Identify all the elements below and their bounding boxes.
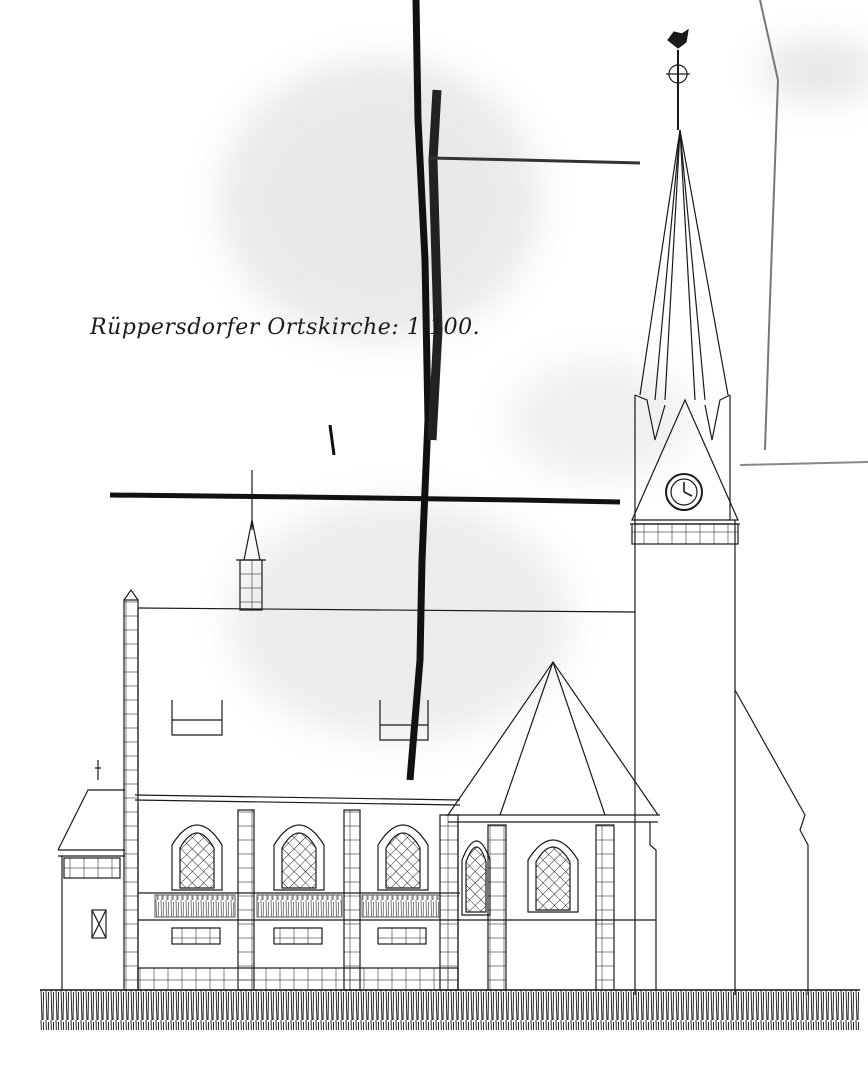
paper-smudges xyxy=(220,40,868,740)
nave-window-1 xyxy=(171,824,223,891)
church-outline xyxy=(57,28,809,995)
drawing-title: Rüppersdorfer Ortskirche: 1:100. xyxy=(90,315,480,340)
apse-window-1 xyxy=(461,840,491,916)
paper-fold-marks xyxy=(109,0,868,781)
ground-hatching xyxy=(40,989,860,1030)
nave-window-3 xyxy=(377,824,429,891)
drawing-title-text: Rüppersdorfer Ortskirche: 1:100. xyxy=(90,315,481,340)
apse-window-2 xyxy=(527,839,579,913)
nave-window-2 xyxy=(273,824,325,891)
